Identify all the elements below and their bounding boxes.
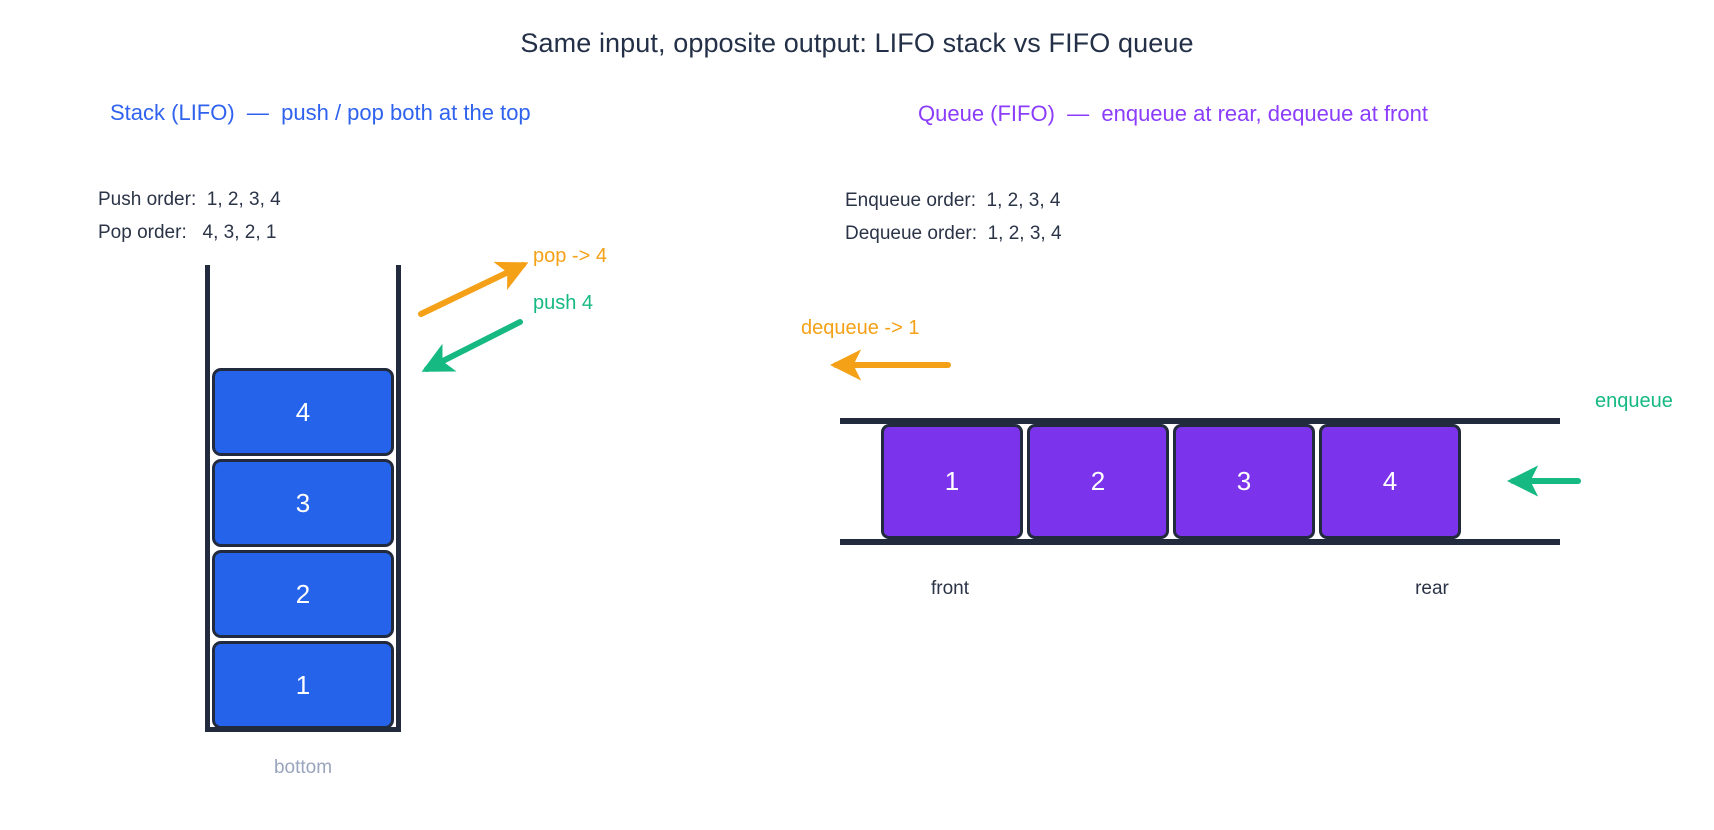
queue-cell[interactable]: 1 (881, 424, 1023, 539)
stack-cell[interactable]: 1 (212, 641, 394, 729)
stack-push-arrow (421, 319, 523, 372)
queue-rail-top (840, 418, 1560, 424)
queue-dequeue-order-text: Dequeue order: 1, 2, 3, 4 (845, 223, 1062, 244)
stack-pop-order-text: Pop order: 4, 3, 2, 1 (98, 222, 277, 243)
stack-pop-arrow (418, 261, 529, 317)
queue-cell[interactable]: 2 (1027, 424, 1169, 539)
stack-cell[interactable]: 3 (212, 459, 394, 547)
stack-cell[interactable]: 4 (212, 368, 394, 456)
queue-rear-label: rear (1415, 578, 1449, 599)
stack-cell-list: 4 3 2 1 (212, 368, 394, 729)
page-title: Same input, opposite output: LIFO stack … (520, 28, 1194, 58)
queue-cell[interactable]: 3 (1173, 424, 1315, 539)
queue-rail-bottom (840, 539, 1560, 545)
queue-cell[interactable]: 4 (1319, 424, 1461, 539)
stack-panel-heading: Stack (LIFO) — push / pop both at the to… (110, 100, 531, 125)
stack-pop-annotation-label: pop -> 4 (533, 245, 607, 267)
queue-enqueue-order-text: Enqueue order: 1, 2, 3, 4 (845, 190, 1061, 211)
stack-bottom-label: bottom (273, 757, 333, 778)
queue-enqueue-annotation-label: enqueue (1595, 390, 1673, 412)
stack-cell[interactable]: 2 (212, 550, 394, 638)
stack-push-annotation-label: push 4 (533, 292, 594, 314)
queue-panel-heading: Queue (FIFO) — enqueue at rear, dequeue … (918, 101, 1428, 126)
queue-cell-list: 1 2 3 4 (881, 424, 1461, 539)
queue-dequeue-annotation-label: dequeue -> 1 (801, 317, 920, 339)
stack-push-order-text: Push order: 1, 2, 3, 4 (98, 189, 281, 210)
queue-front-label: front (930, 578, 970, 599)
